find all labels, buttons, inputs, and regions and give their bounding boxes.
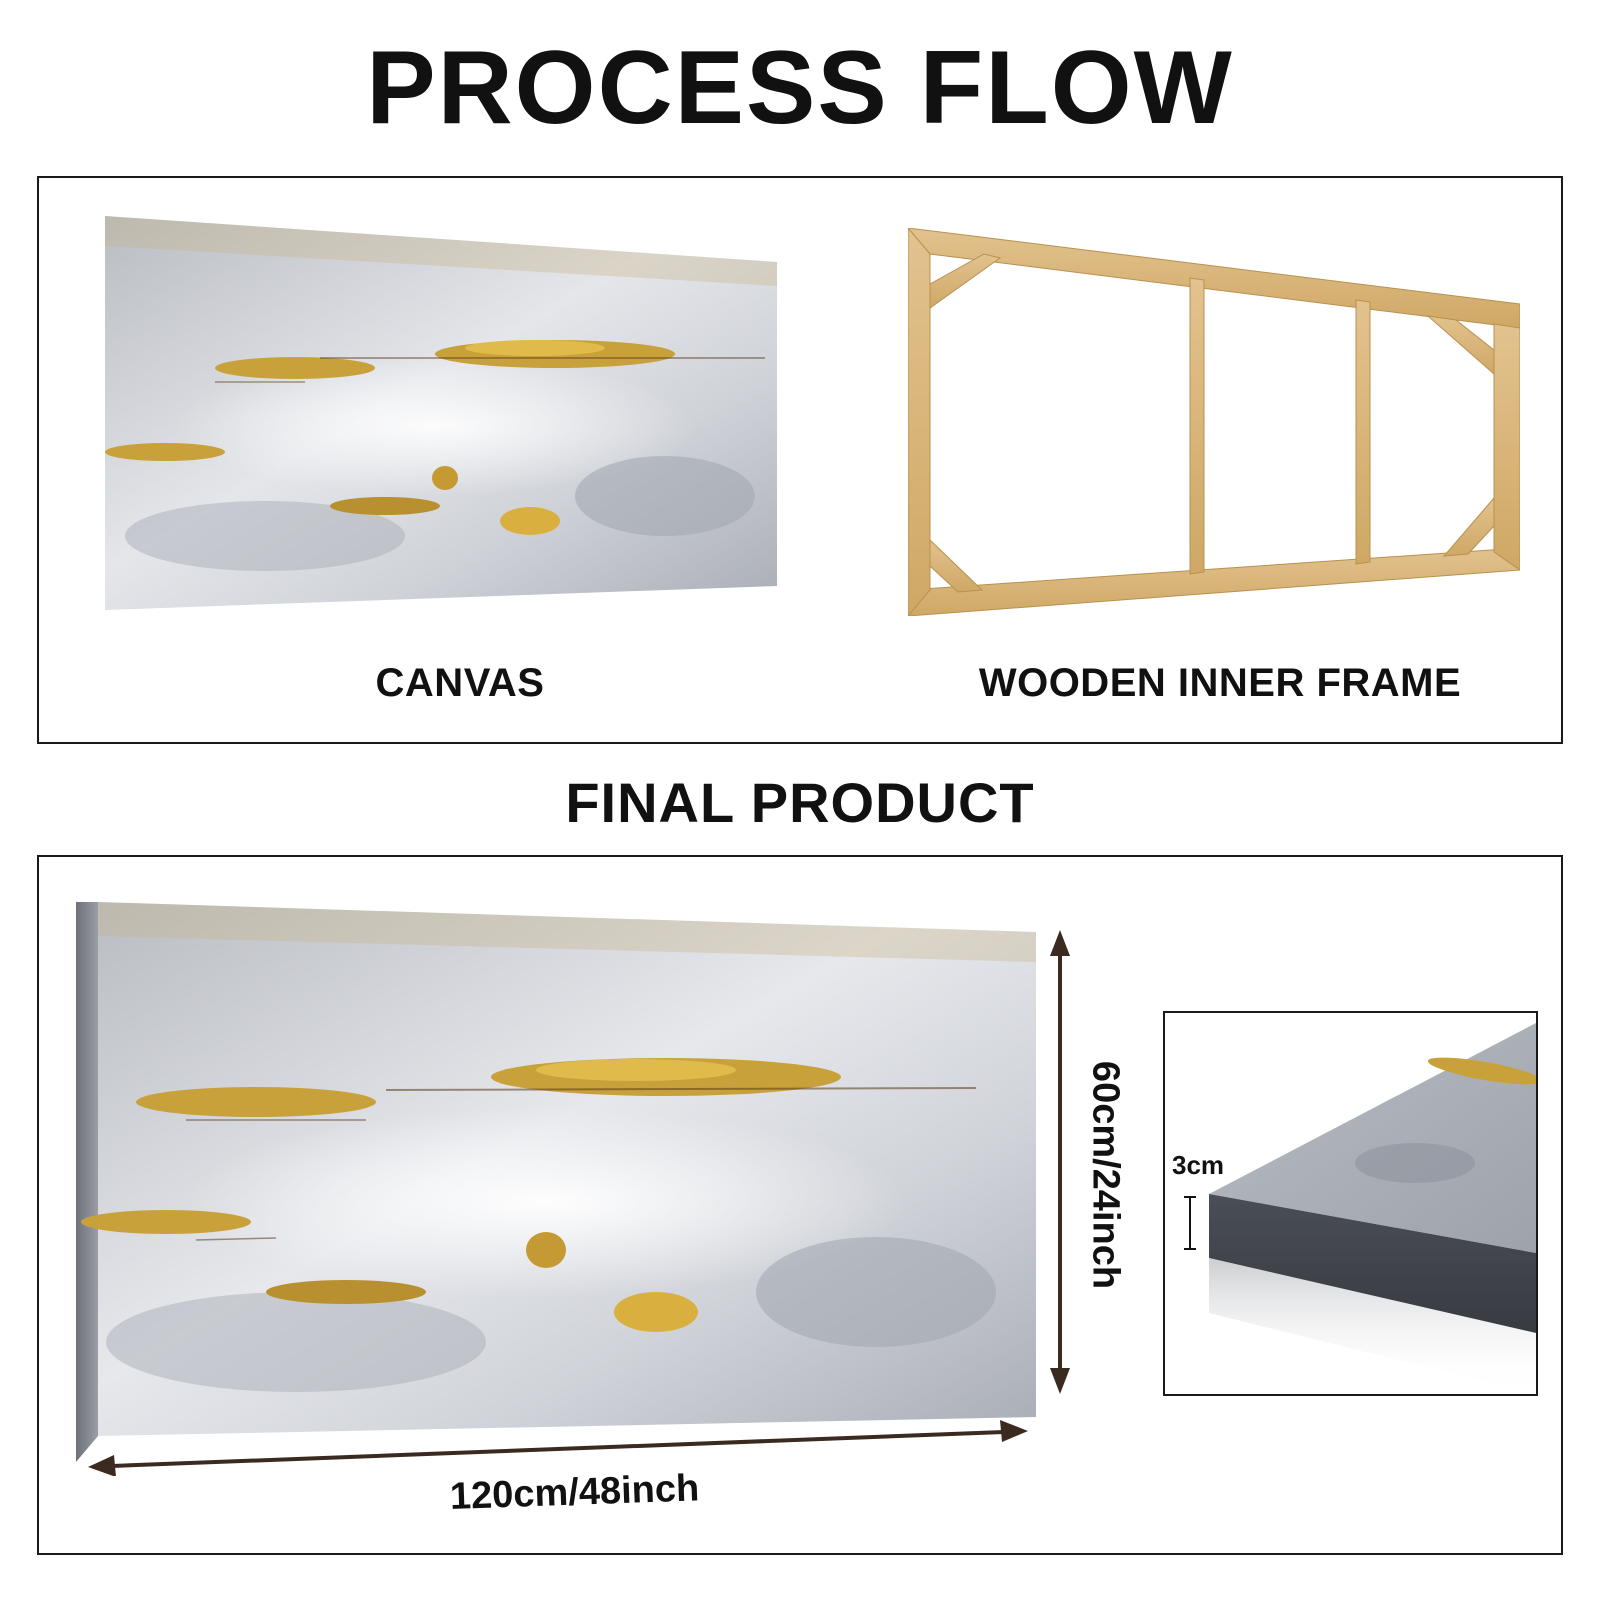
canvas-artwork-image [105, 216, 777, 610]
wooden-frame-image [908, 228, 1520, 616]
height-dimension-arrow [1050, 930, 1070, 1394]
thickness-dimension-marker [1184, 1196, 1196, 1250]
wooden-inner-frame-label: WOODEN INNER FRAME [978, 661, 1462, 705]
height-dimension-text: 60cm/24inch [1084, 1060, 1127, 1290]
thickness-detail-panel [1163, 1011, 1538, 1396]
final-product-title: FINAL PRODUCT [565, 771, 1035, 834]
final-product-panel [37, 855, 1563, 1555]
canvas-corner-detail-image [1209, 1023, 1536, 1394]
process-flow-panel [37, 176, 1563, 744]
thickness-label: 3cm [1172, 1150, 1225, 1180]
final-product-painting-image [76, 902, 1036, 1462]
width-dimension-arrow [88, 1420, 1028, 1476]
width-dimension-label: 120cm/48inch [449, 1467, 700, 1518]
canvas-label: CANVAS [375, 661, 545, 705]
page-title: PROCESS FLOW [366, 30, 1234, 146]
